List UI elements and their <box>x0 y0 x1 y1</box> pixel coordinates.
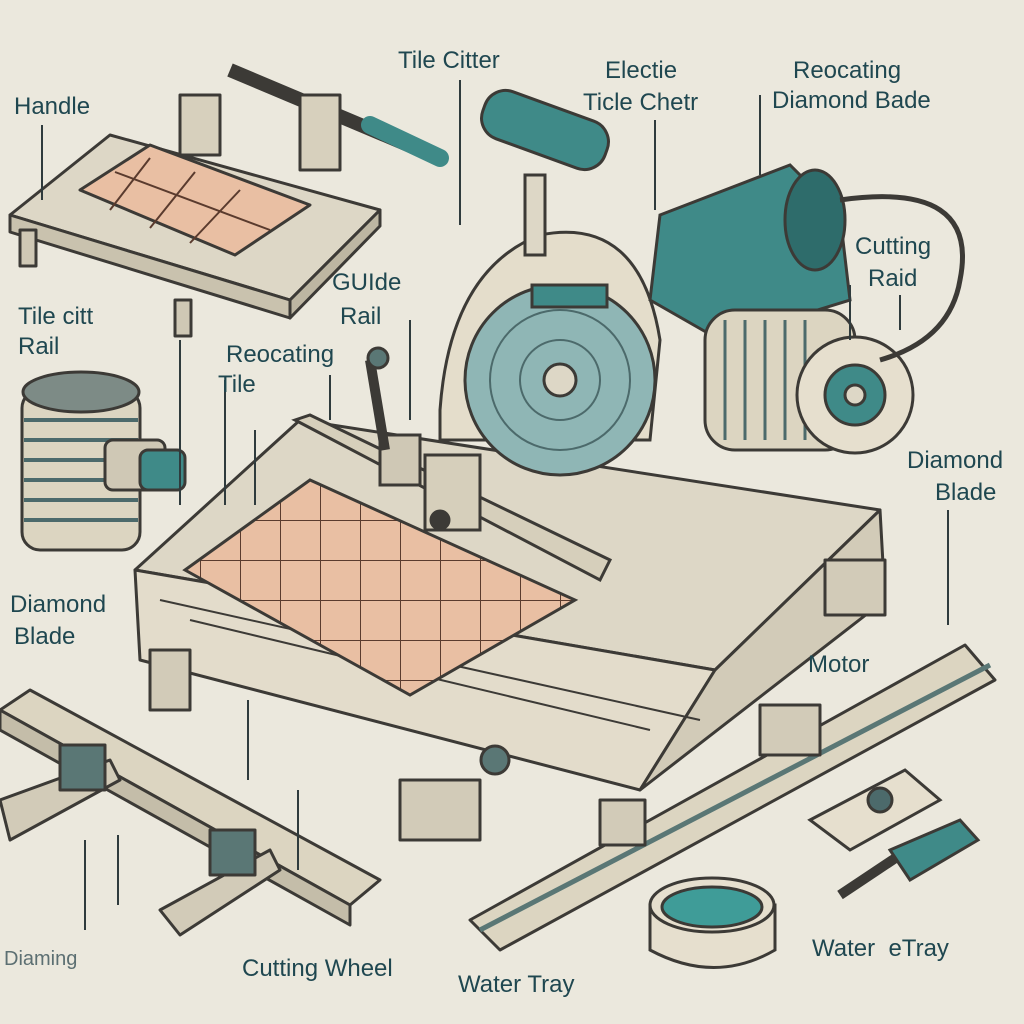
label-tile-citt-rail-line1: Tile citt <box>18 303 94 330</box>
accessory-tools <box>807 768 981 900</box>
label-tile-citter: Tile Citter <box>398 47 500 74</box>
label-diamond-blade-left-line2: Blade <box>14 623 76 650</box>
label-diaming: Diaming <box>4 948 78 970</box>
label-handle: Handle <box>14 93 91 120</box>
label-guide-rail-line2: Rail <box>340 303 382 330</box>
bottom-right-rail <box>468 643 997 952</box>
table-guide-rail <box>291 413 613 583</box>
label-motor: Motor <box>808 651 870 678</box>
label-cutting-raid-line2: Raid <box>868 265 918 292</box>
saw-blade-assembly <box>365 88 965 477</box>
label-water-tray-right: Water eTray <box>812 935 949 962</box>
leader-lines <box>41 80 949 930</box>
water-tray <box>648 876 777 969</box>
tile-grid <box>182 478 579 697</box>
label-cutting-raid-line1: Cutting <box>855 233 932 260</box>
label-reocating-line1: Reocating <box>793 57 902 84</box>
label-diamond-blade-right-line1: Diamond <box>907 447 1004 474</box>
label-reocating-tile-line1: Reocating <box>226 341 335 368</box>
label-electic-line2: Ticle Chetr <box>583 89 699 116</box>
label-water-tray-center: Water Tray <box>458 971 575 998</box>
label-guide-rail-line1: GUIde <box>332 269 402 296</box>
label-electic-line1: Electie <box>605 57 678 84</box>
bottom-left-rail <box>0 688 382 937</box>
label-cutting-wheel: Cutting Wheel <box>242 955 393 982</box>
small-tile-cutter <box>8 63 449 338</box>
label-diamond-blade-right-line2: Blade <box>935 479 997 506</box>
spool-component <box>20 370 187 552</box>
label-diamond-blade-left-line1: Diamond <box>10 591 107 618</box>
label-tile-citt-rail-line2: Rail <box>18 333 60 360</box>
label-reocating-line2: Diamond Bade <box>772 87 931 114</box>
label-reocating-tile-line2: Tile <box>218 371 256 398</box>
